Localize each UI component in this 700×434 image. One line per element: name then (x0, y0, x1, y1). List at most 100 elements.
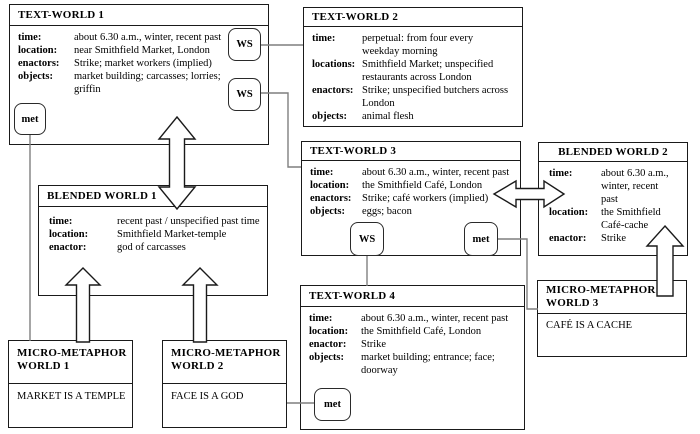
blended-world-1-box: BLENDED WORLD 1 time: recent past / unsp… (38, 185, 268, 296)
field-label: objects: (18, 71, 53, 82)
world-switch-label: WS (236, 39, 253, 50)
blended-world-2-box: BLENDED WORLD 2 time: about 6.30 a.m., w… (538, 142, 688, 256)
field-value: market building; entrance; face; doorway (361, 352, 495, 376)
field-row: location: near Smithfield Market, London (18, 44, 266, 57)
text-world-4-fields: time: about 6.30 a.m., winter, recent pa… (301, 307, 524, 377)
micro-metaphor-world-1-box: MICRO-METAPHOR WORLD 1 MARKET IS A TEMPL… (8, 340, 133, 428)
world-switch-label: WS (236, 89, 253, 100)
field-value: Strike; café workers (implied) (362, 193, 489, 204)
field-label: enactor: (49, 242, 87, 253)
field-row: enactors: Strike; unspecified butchers a… (312, 84, 520, 110)
field-value: Strike (361, 339, 387, 350)
field-label: time: (309, 313, 333, 324)
field-value: the Smithfield Café, London (362, 180, 483, 191)
field-label: objects: (309, 352, 344, 363)
field-label: location: (549, 207, 589, 218)
micro-metaphor-world-1-title: MICRO-METAPHOR WORLD 1 (9, 341, 132, 384)
field-label: location: (49, 229, 89, 240)
field-row: objects: market building; entrance; face… (309, 351, 522, 377)
field-label: location: (310, 180, 350, 191)
field-value: Smithfield Market; unspecified restauran… (362, 59, 494, 83)
field-value: Strike; market workers (implied) (74, 58, 212, 69)
field-label: locations: (312, 59, 356, 70)
field-value: near Smithfield Market, London (74, 45, 210, 56)
field-label: enactors: (312, 85, 354, 96)
text-world-3-fields: time: about 6.30 a.m., winter, recent pa… (302, 161, 520, 218)
field-value: about 6.30 a.m., winter, recent past (74, 32, 222, 43)
field-value: about 6.30 a.m., winter, recent past (361, 313, 509, 324)
metaphor-label: met (21, 113, 39, 125)
field-value: market building; carcasses; lorries; gri… (74, 71, 221, 95)
text-world-2-title: TEXT-WORLD 2 (304, 8, 522, 27)
field-row: time: about 6.30 a.m., winter, recent pa… (309, 312, 522, 325)
field-row: time: about 6.30 a.m., winter, recent pa… (310, 166, 518, 179)
metaphor-badge: met (14, 103, 46, 135)
blended-world-2-title: BLENDED WORLD 2 (539, 143, 687, 162)
field-label: time: (18, 32, 42, 43)
micro-metaphor-world-3-content: CAFÉ IS A CACHE (546, 320, 633, 331)
field-value: recent past / unspecified past time (117, 216, 260, 227)
field-row: location: the Smithfield Café, London (310, 179, 518, 192)
world-switch-badge: WS (228, 78, 261, 111)
micro-metaphor-world-3-title: MICRO-METAPHOR WORLD 3 (538, 281, 686, 314)
text-world-2-fields: time: perpetual: from four every weekday… (304, 27, 522, 123)
metaphor-badge: met (464, 222, 498, 256)
field-row: locations: Smithfield Market; unspecifie… (312, 58, 520, 84)
field-value: Strike (601, 233, 627, 244)
field-row: enactors: Strike; café workers (implied) (310, 192, 518, 205)
field-value: Strike; unspecified butchers across Lond… (362, 85, 509, 109)
text-world-1-title: TEXT-WORLD 1 (10, 5, 268, 26)
micro-metaphor-world-2-content: FACE IS A GOD (171, 391, 244, 402)
world-switch-label: WS (358, 233, 376, 245)
field-row: time: recent past / unspecified past tim… (49, 215, 265, 228)
field-label: enactor: (549, 233, 587, 244)
field-label: time: (312, 33, 336, 44)
field-row: time: perpetual: from four every weekday… (312, 32, 520, 58)
world-switch-badge: WS (350, 222, 384, 256)
field-row: location: Smithfield Market-temple (49, 228, 265, 241)
field-row: objects: animal flesh (312, 110, 520, 123)
field-label: time: (310, 167, 334, 178)
text-world-2-box: TEXT-WORLD 2 time: perpetual: from four … (303, 7, 523, 127)
field-label: time: (549, 168, 573, 179)
field-row: objects: market building; carcasses; lor… (18, 70, 266, 96)
text-world-1-fields: time: about 6.30 a.m., winter, recent pa… (10, 26, 268, 96)
field-label: time: (49, 216, 73, 227)
field-label: location: (18, 45, 58, 56)
field-value: Smithfield Market-temple (117, 229, 227, 240)
micro-metaphor-world-2-title: MICRO-METAPHOR WORLD 2 (163, 341, 286, 384)
field-label: objects: (312, 111, 347, 122)
field-value: about 6.30 a.m., winter, recent past (601, 168, 669, 205)
blended-world-1-fields: time: recent past / unspecified past tim… (39, 207, 267, 254)
text-world-4-title: TEXT-WORLD 4 (301, 286, 524, 307)
field-row: objects: eggs; bacon (310, 205, 518, 218)
field-label: enactors: (18, 58, 60, 69)
micro-metaphor-world-1-content: MARKET IS A TEMPLE (17, 391, 126, 402)
field-value: animal flesh (362, 111, 414, 122)
field-label: enactor: (309, 339, 347, 350)
field-label: objects: (310, 206, 345, 217)
text-world-3-title: TEXT-WORLD 3 (302, 142, 520, 161)
field-value: the Smithfield Café-cache (601, 207, 661, 231)
field-value: about 6.30 a.m., winter, recent past (362, 167, 510, 178)
world-switch-badge: WS (228, 28, 261, 61)
metaphor-label: met (472, 233, 490, 245)
field-row: time: about 6.30 a.m., winter, recent pa… (549, 167, 685, 206)
field-row: enactors: Strike; market workers (implie… (18, 57, 266, 70)
field-value: eggs; bacon (362, 206, 412, 217)
field-row: enactor: god of carcasses (49, 241, 265, 254)
field-row: location: the Smithfield Café-cache (549, 206, 685, 232)
field-label: location: (309, 326, 349, 337)
field-row: enactor: Strike (549, 232, 685, 245)
field-row: time: about 6.30 a.m., winter, recent pa… (18, 31, 266, 44)
micro-metaphor-world-2-box: MICRO-METAPHOR WORLD 2 FACE IS A GOD (162, 340, 287, 428)
field-row: location: the Smithfield Café, London (309, 325, 522, 338)
text-world-1-box: TEXT-WORLD 1 time: about 6.30 a.m., wint… (9, 4, 269, 145)
metaphor-badge: met (314, 388, 351, 421)
blended-world-1-title: BLENDED WORLD 1 (39, 186, 267, 207)
field-row: enactor: Strike (309, 338, 522, 351)
field-label: enactors: (310, 193, 352, 204)
blended-world-2-fields: time: about 6.30 a.m., winter, recent pa… (539, 162, 687, 245)
micro-metaphor-world-3-box: MICRO-METAPHOR WORLD 3 CAFÉ IS A CACHE (537, 280, 687, 357)
